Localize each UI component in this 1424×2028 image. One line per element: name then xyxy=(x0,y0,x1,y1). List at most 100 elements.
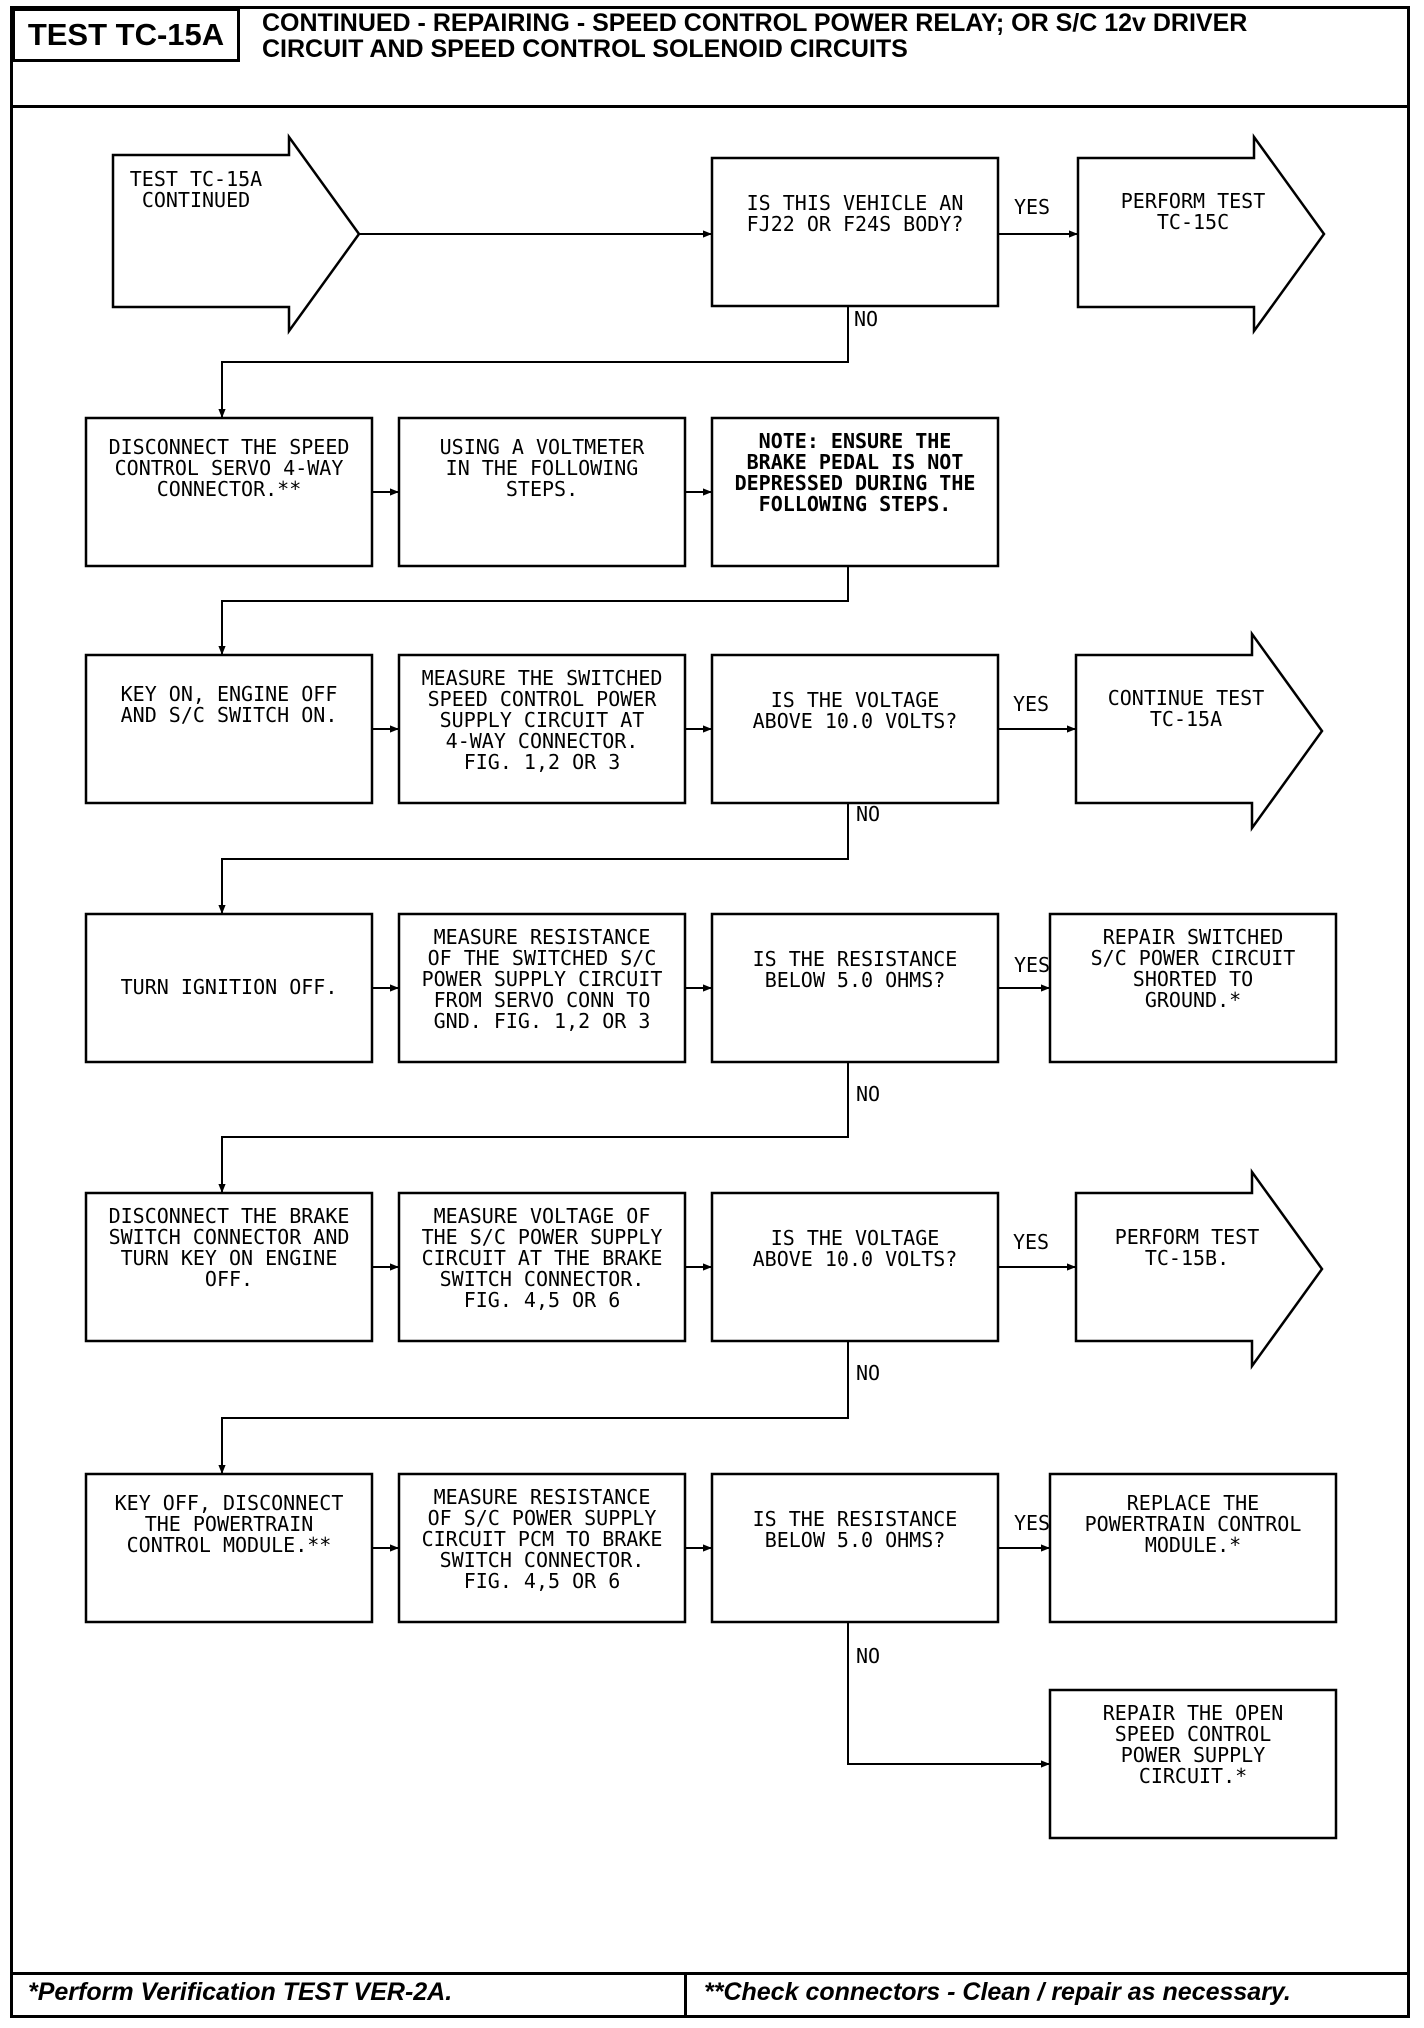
node-text-line: GROUND.* xyxy=(1145,988,1241,1012)
node-text-line: BELOW 5.0 OHMS? xyxy=(765,1528,946,1552)
connector-line xyxy=(218,566,849,655)
test-id: TEST TC-15A xyxy=(12,8,240,62)
node-text-line: PERFORM TEST xyxy=(1121,189,1266,213)
box-shape xyxy=(710,1472,1000,1624)
node-text-line: TC-15C xyxy=(1157,210,1229,234)
no-label: NO xyxy=(856,802,880,826)
footer-divider xyxy=(10,1972,1410,1975)
node-text-line: THE S/C POWER SUPPLY xyxy=(422,1225,663,1249)
box-shape xyxy=(397,416,687,568)
node-text-line: MEASURE RESISTANCE xyxy=(434,1485,651,1509)
node-text-line: CONTINUE TEST xyxy=(1108,686,1265,710)
node-text-line: ABOVE 10.0 VOLTS? xyxy=(753,709,958,733)
node-text-line: SUPPLY CIRCUIT AT xyxy=(440,708,645,732)
node-text-line: THE POWERTRAIN xyxy=(145,1512,314,1536)
node-text-line: AND S/C SWITCH ON. xyxy=(121,703,338,727)
footer-note-connectors: **Check connectors - Clean / repair as n… xyxy=(704,1978,1291,2006)
node-text-line: STEPS. xyxy=(506,477,578,501)
no-label: NO xyxy=(856,1644,880,1668)
box-shape xyxy=(710,912,1000,1064)
node-ign-off: TURN IGNITION OFF. xyxy=(84,912,374,1064)
yes-label: YES xyxy=(1014,195,1050,219)
header-divider xyxy=(10,105,1410,108)
box-shape xyxy=(710,653,1000,805)
footer-note-verification: *Perform Verification TEST VER-2A. xyxy=(28,1978,453,2006)
node-text-line: BELOW 5.0 OHMS? xyxy=(765,968,946,992)
edge-q-res1-to-disc-brake: NO xyxy=(218,1062,880,1193)
node-text-line: OFF. xyxy=(205,1267,253,1291)
arrow-shape xyxy=(111,133,361,335)
node-text-line: FIG. 1,2 OR 3 xyxy=(464,750,621,774)
edge-q-body-to-tc15c: YES xyxy=(998,195,1078,238)
box-shape xyxy=(397,912,687,1064)
node-text-line: TC-15B. xyxy=(1145,1246,1229,1270)
node-text-line: SPEED CONTROL xyxy=(1115,1722,1272,1746)
node-text-line: IS THE VOLTAGE xyxy=(771,1226,940,1250)
box-shape xyxy=(84,653,374,805)
connector-line xyxy=(218,306,849,418)
edge-q-body-to-disc-servo: NO xyxy=(218,306,878,418)
node-text-line: POWER SUPPLY CIRCUIT xyxy=(422,967,663,991)
node-text-line: REPAIR SWITCHED xyxy=(1103,925,1284,949)
edge-q-volt1-to-cont-tc15a: YES xyxy=(998,692,1076,733)
node-text-line: TURN KEY ON ENGINE xyxy=(121,1246,338,1270)
node-text-line: CONTROL SERVO 4-WAY xyxy=(115,456,344,480)
node-text-line: MEASURE RESISTANCE xyxy=(434,925,651,949)
page-frame xyxy=(10,6,1410,2018)
node-text-line: FJ22 OR F24S BODY? xyxy=(747,212,964,236)
connector-line xyxy=(218,1062,849,1193)
box-shape xyxy=(397,1472,687,1624)
node-text-line: IS THIS VEHICLE AN xyxy=(747,191,964,215)
edge-q-volt1-to-ign-off: NO xyxy=(218,802,880,914)
footer-column-divider xyxy=(684,1972,687,2018)
title-line-2: CIRCUIT AND SPEED CONTROL SOLENOID CIRCU… xyxy=(262,35,908,63)
node-text-line: OF THE SWITCHED S/C xyxy=(428,946,657,970)
node-text-line: USING A VOLTMETER xyxy=(440,435,646,459)
node-text-line: NOTE: ENSURE THE xyxy=(759,429,952,453)
node-text-line: CIRCUIT.* xyxy=(1139,1764,1247,1788)
node-text-line: CIRCUIT AT THE BRAKE xyxy=(422,1246,663,1270)
node-text-line: IS THE RESISTANCE xyxy=(753,1507,958,1531)
node-text-line: DEPRESSED DURING THE xyxy=(735,471,976,495)
title-line-1: CONTINUED - REPAIRING - SPEED CONTROL PO… xyxy=(262,9,1248,37)
box-shape xyxy=(1048,1688,1338,1840)
edge-q-res2-to-replace-pcm: YES xyxy=(998,1511,1050,1552)
node-text-line: KEY ON, ENGINE OFF xyxy=(121,682,338,706)
node-text-line: CONTROL MODULE.** xyxy=(127,1533,332,1557)
node-text-line: MODULE.* xyxy=(1145,1533,1241,1557)
node-text-line: SWITCH CONNECTOR. xyxy=(440,1267,645,1291)
edge-q-volt2-to-key-off-pcm: NO xyxy=(218,1341,880,1474)
node-text-line: KEY OFF, DISCONNECT xyxy=(115,1491,344,1515)
node-text-line: PERFORM TEST xyxy=(1115,1225,1260,1249)
box-shape xyxy=(397,653,687,805)
box-shape xyxy=(84,912,374,1064)
node-text-line: OF S/C POWER SUPPLY xyxy=(428,1506,657,1530)
box-shape xyxy=(84,1472,374,1624)
node-text-line: IS THE RESISTANCE xyxy=(753,947,958,971)
box-shape xyxy=(710,416,1000,568)
node-text-line: FOLLOWING STEPS. xyxy=(759,492,952,516)
box-shape xyxy=(1048,912,1338,1064)
node-text-line: BRAKE PEDAL IS NOT xyxy=(747,450,964,474)
no-label: NO xyxy=(856,1082,880,1106)
node-text-line: POWER SUPPLY xyxy=(1121,1743,1266,1767)
connector-line xyxy=(847,1622,1050,1768)
node-text-line: POWERTRAIN CONTROL xyxy=(1085,1512,1302,1536)
node-text-line: DISCONNECT THE BRAKE xyxy=(109,1204,350,1228)
node-text-line: FIG. 4,5 OR 6 xyxy=(464,1569,621,1593)
box-shape xyxy=(397,1191,687,1343)
